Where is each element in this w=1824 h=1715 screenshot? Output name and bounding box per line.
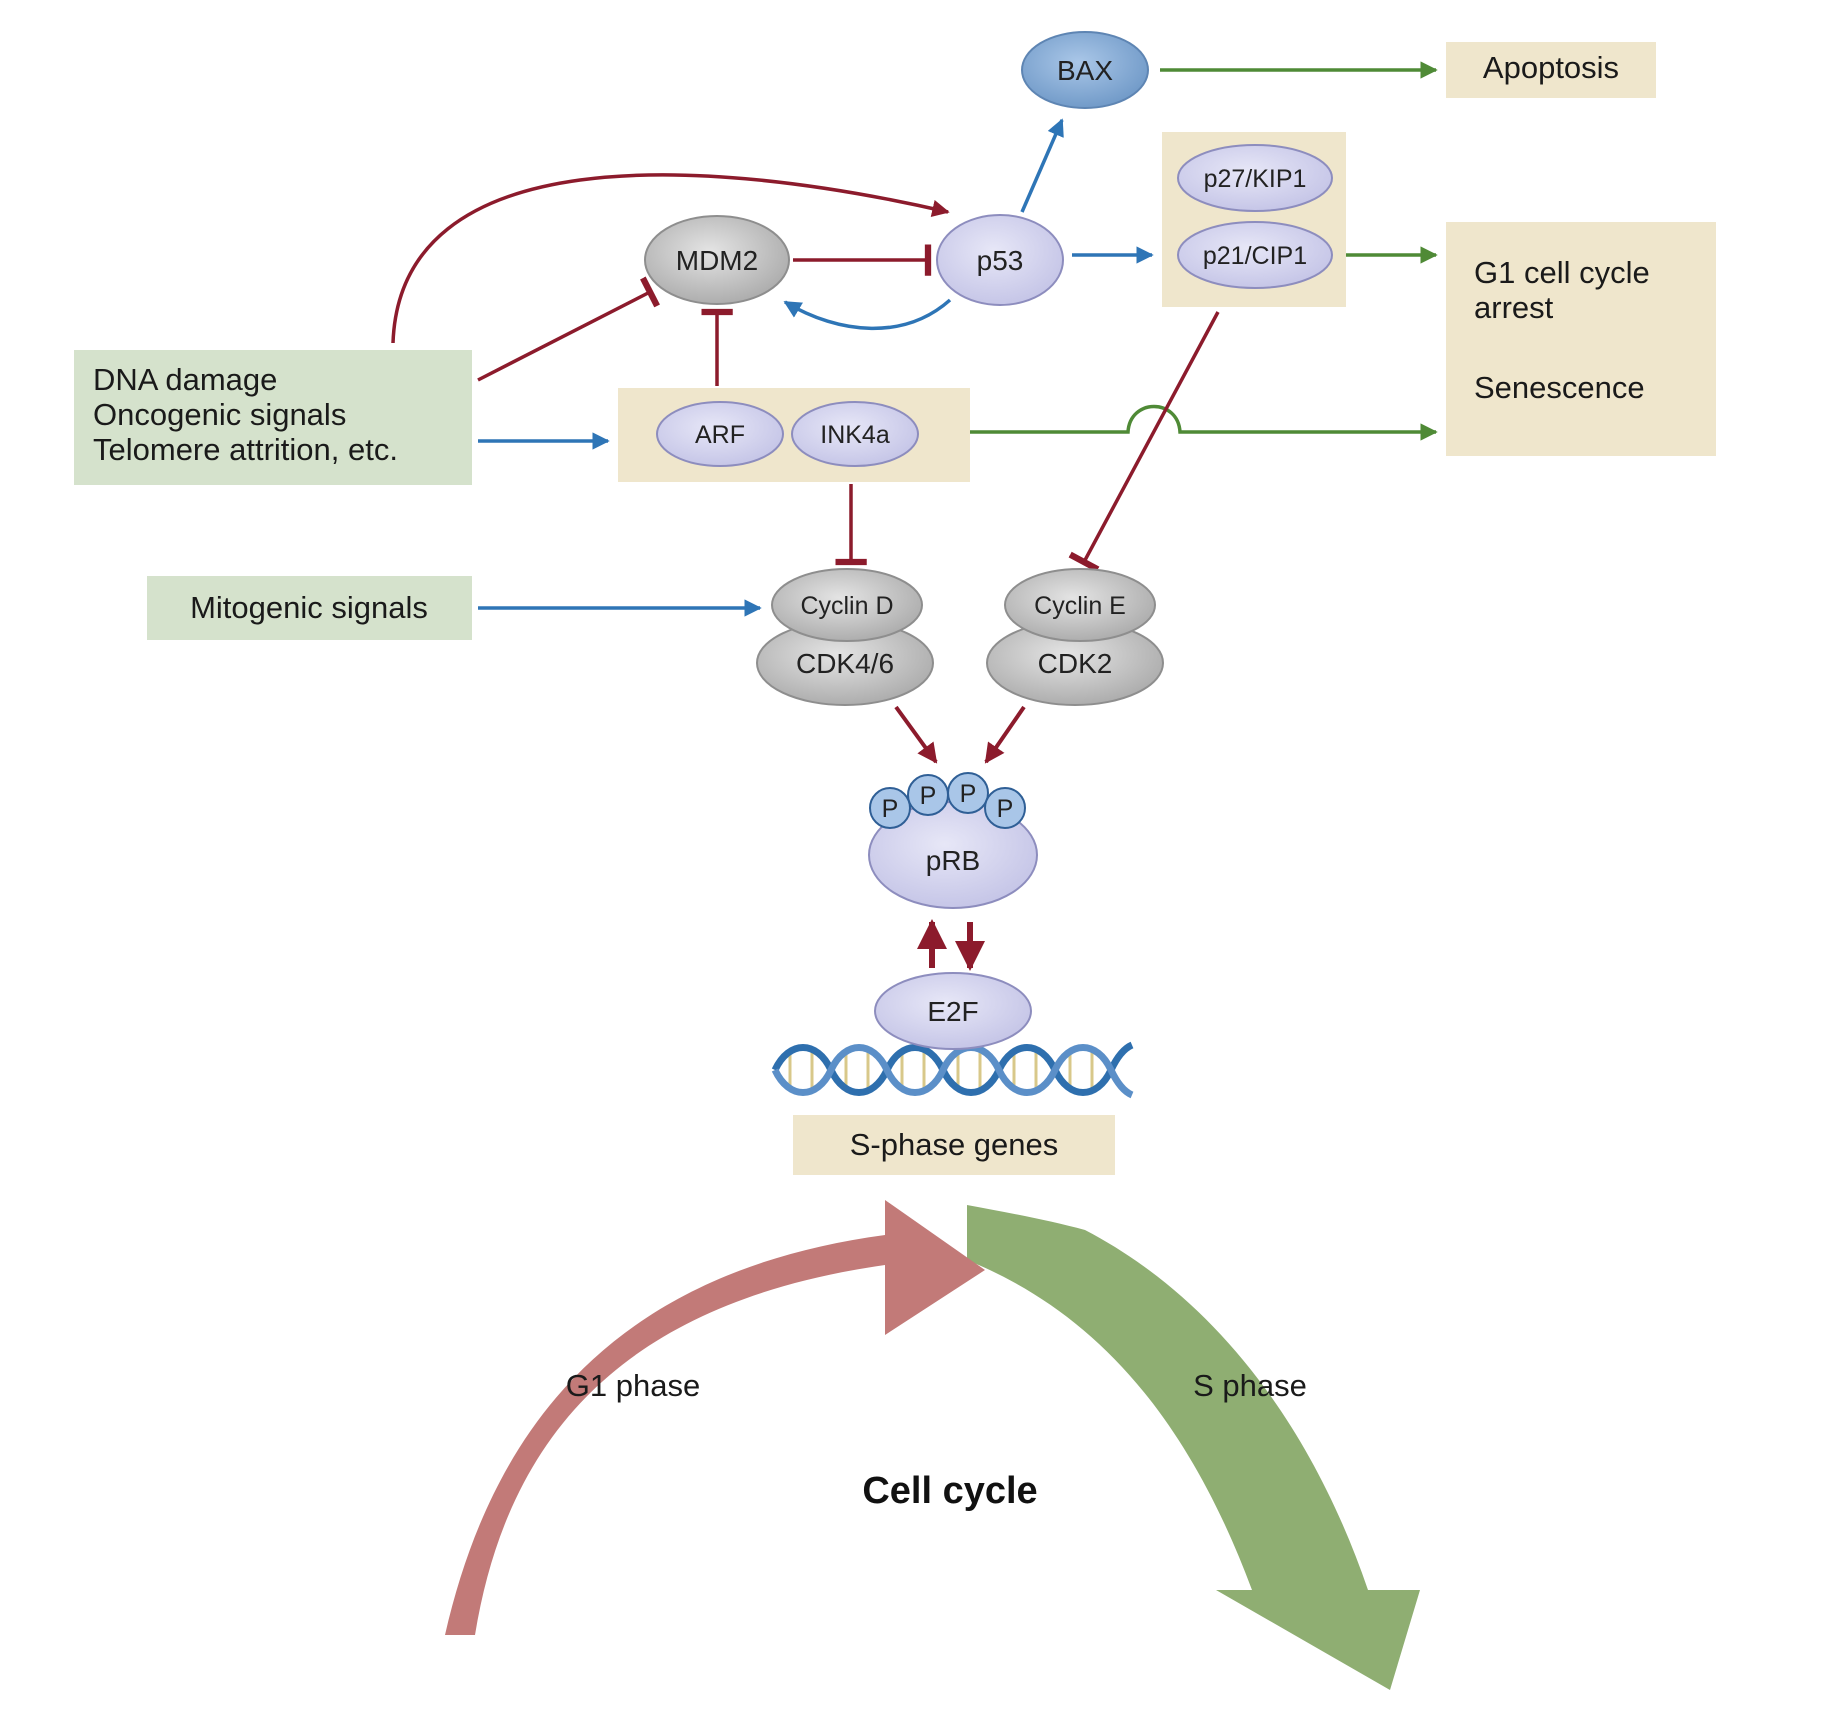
phosphate-group-4: P [984,787,1026,829]
mdm2-label: MDM2 [676,245,758,276]
g1-phase-arrow [445,1200,985,1635]
edge-damage-inhibits-mdm2 [477,276,660,382]
stress-signal-oncogenic: Oncogenic signals [93,397,346,432]
s-phase-arrow [967,1205,1420,1690]
phosphate-group-1: P [869,787,911,829]
s-phase-genes-box: S-phase genes [793,1115,1115,1175]
cyclin-e-cdk2-complex: CDK2 Cyclin E [986,568,1164,706]
edge-cdk46-to-prb [894,705,938,764]
cell-cycle-graphic: G1 phase S phase Cell cycle [445,1200,1420,1690]
edge-p53-to-bax [1020,118,1064,213]
cell-cycle-title: Cell cycle [862,1470,1037,1512]
stress-signals-box: DNA damage Oncogenic signals Telomere at… [74,350,472,485]
edge-damage-to-p53 [391,173,950,344]
prb-node: pRB P P P P [868,772,1038,909]
mitogenic-signals-box: Mitogenic signals [147,576,472,640]
mitogenic-signals-label: Mitogenic signals [190,590,428,625]
arf-node: ARF [656,401,784,467]
arf-label: ARF [695,421,745,449]
mdm2-node: MDM2 [644,215,790,305]
prb-label: pRB [926,845,980,876]
phosphate-group-3: P [947,772,989,814]
p27-label: p27/KIP1 [1204,165,1307,193]
cyclin-d-cdk46-complex: CDK4/6 Cyclin D [756,568,934,706]
cyclin-e-label: Cyclin E [1034,592,1126,620]
edge-p53-to-mdm2 [783,298,952,331]
arrest-senescence-box: G1 cell cycle arrest Senescence [1446,222,1716,456]
cdk46-label: CDK4/6 [796,648,894,679]
p21-label: p21/CIP1 [1203,242,1307,270]
e2f-label: E2F [927,996,978,1027]
bax-node: BAX [1021,31,1149,109]
g1-arrest-label-line2: arrest [1474,290,1554,325]
stress-signal-telomere: Telomere attrition, etc. [93,432,398,467]
edge-p21-inhibits-cyclin-e [1068,311,1220,573]
p53-node: p53 [936,214,1064,306]
s-phase-genes-label: S-phase genes [850,1127,1059,1162]
p21-node: p21/CIP1 [1177,221,1333,289]
cyclin-d-label: Cyclin D [800,592,893,620]
apoptosis-box: Apoptosis [1446,42,1656,98]
phosphate-group-2: P [907,774,949,816]
p53-label: p53 [977,245,1024,276]
phosphate-label: P [997,795,1014,823]
cdk2-label: CDK2 [1038,648,1113,679]
stress-signal-dna-damage: DNA damage [93,362,277,397]
p27-node: p27/KIP1 [1177,144,1333,212]
bax-label: BAX [1057,55,1113,86]
edge-cdk2-to-prb [984,705,1026,764]
edge-ink4a-to-senescence [970,404,1438,441]
ink4a-node: INK4a [791,401,919,467]
phosphate-label: P [882,795,899,823]
phosphate-label: P [920,782,937,810]
ink4a-label: INK4a [820,421,890,449]
senescence-label: Senescence [1474,370,1645,405]
g1-arrest-label-line1: G1 cell cycle [1474,255,1650,290]
s-phase-label: S phase [1193,1368,1307,1403]
g1-phase-label: G1 phase [566,1368,700,1403]
phosphate-label: P [960,780,977,808]
apoptosis-label: Apoptosis [1483,50,1619,85]
e2f-node: E2F [874,972,1032,1050]
dna-helix [771,1041,1134,1099]
